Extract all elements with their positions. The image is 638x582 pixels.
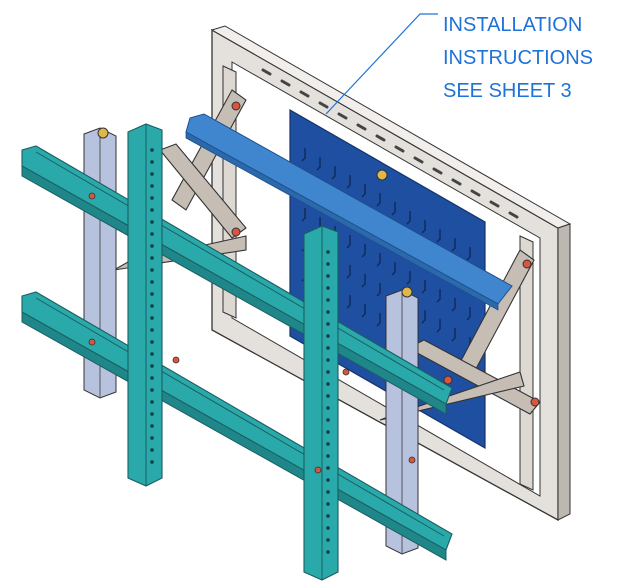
callout-line-3: SEE SHEET 3 <box>443 80 572 102</box>
left-upright <box>127 123 163 487</box>
diagonal-bar <box>185 113 513 311</box>
rail-fasteners <box>88 192 416 474</box>
frame-slots <box>261 68 519 219</box>
pivot-bolts <box>231 101 540 407</box>
callout-line-2: INSTRUCTIONS <box>443 47 593 69</box>
callout-line-1: INSTALLATION <box>443 14 583 36</box>
right-upright <box>303 225 339 581</box>
callout-leader <box>325 13 438 115</box>
